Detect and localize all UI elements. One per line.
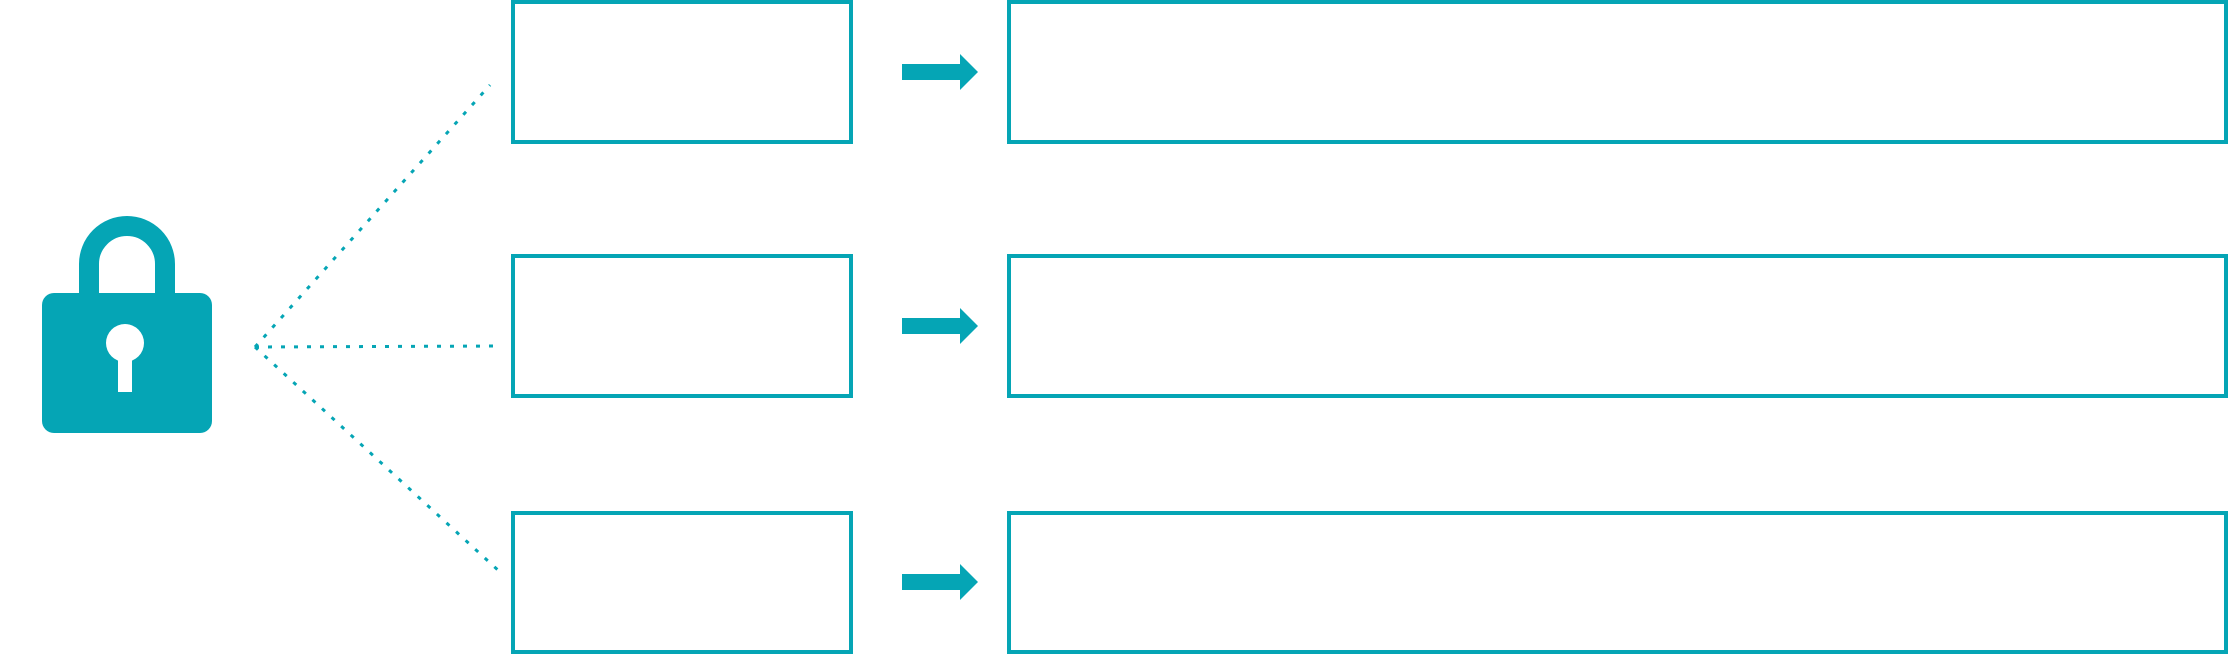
lock-keyhole-stem <box>118 354 132 392</box>
item-box-3 <box>511 511 853 654</box>
connector-line-top <box>253 83 492 349</box>
arrow-right-icon <box>902 308 978 344</box>
item-box-2 <box>511 254 853 398</box>
lock-shackle <box>79 216 175 298</box>
description-box-1 <box>1007 0 2228 144</box>
description-box-2 <box>1007 254 2228 398</box>
description-box-3 <box>1007 511 2228 654</box>
lock-keyhole-circle <box>106 324 144 362</box>
lock-icon <box>42 216 212 433</box>
connector-line-middle <box>254 344 501 349</box>
item-box-1 <box>511 0 853 144</box>
connector-line-bottom <box>253 345 502 574</box>
arrow-right-icon <box>902 54 978 90</box>
arrow-right-icon <box>902 564 978 600</box>
